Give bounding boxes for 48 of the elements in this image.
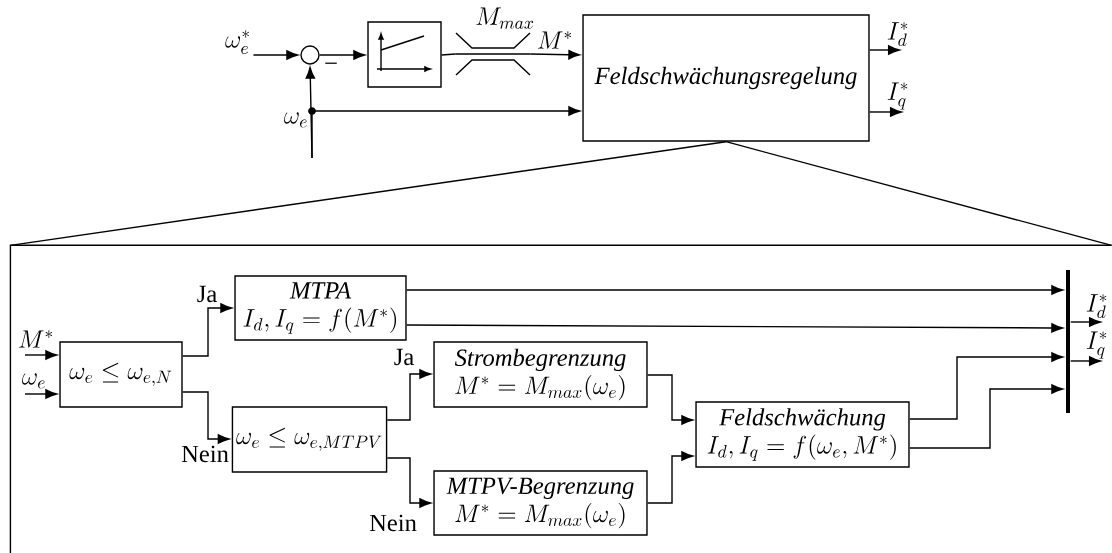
edge-label: $\omega_e$	[284, 112, 307, 128]
process-box: Strombegrenzung $M^* = M_{max}(\omega_e)$	[433, 341, 648, 408]
edge-label: $\omega_e$	[22, 373, 45, 389]
process-box: MTPA $I_d, I_q = f(M^*)$	[234, 275, 407, 341]
bus-bar	[1066, 270, 1070, 413]
arrow	[386, 369, 432, 421]
arrow	[319, 50, 366, 60]
controller-block	[367, 21, 442, 88]
edge-label: Nein	[181, 445, 229, 463]
arrow	[182, 391, 230, 444]
decision-box: $\omega_e \le \omega_{e,N}$	[59, 341, 183, 408]
edge-label: $M^*$	[538, 31, 572, 49]
edge-label: Nein	[369, 514, 417, 532]
detail-frame	[9, 244, 1112, 553]
input-label: $\omega_e^*$	[225, 30, 249, 54]
minus-sign: −	[325, 62, 337, 64]
arrow	[406, 285, 1064, 295]
edge-label: $I_d^*$	[1086, 294, 1107, 318]
arrow	[182, 303, 233, 357]
arrow	[24, 350, 58, 360]
edge-label: Ja	[394, 348, 414, 366]
control-block: Feldschwächungsregelung	[582, 14, 870, 142]
arrow	[1070, 317, 1101, 327]
arrow	[406, 323, 1064, 333]
arrow	[1070, 356, 1101, 366]
connector-line	[441, 53, 456, 56]
edge-label: $I_d^*$	[887, 22, 908, 46]
process-box: Feldschwächung $I_d, I_q = f(\omega_e, M^*)$	[695, 401, 910, 468]
process-box: MTPV-Begrenzung $M^* = M_{max}(\omega_e)$	[433, 470, 648, 536]
arrow	[647, 451, 694, 504]
arrow	[908, 384, 1064, 449]
edge-label: $I_q^*$	[1086, 331, 1107, 359]
arrow	[647, 374, 694, 425]
arrow	[868, 107, 902, 117]
summing-junction	[300, 45, 320, 65]
edge-label: Ja	[197, 285, 217, 303]
arrow	[24, 389, 58, 399]
arrow	[868, 45, 900, 55]
arrow	[252, 50, 299, 60]
arrow	[311, 106, 581, 159]
edge-label: $M^*$	[19, 330, 53, 348]
arrow	[386, 457, 432, 508]
edge-label: $I_q^*$	[887, 82, 908, 110]
arrow	[530, 50, 581, 60]
decision-box: $\omega_e \le \omega_{e,MTPV}$	[231, 406, 388, 473]
zoom-line	[9, 140, 727, 247]
zoom-line	[725, 140, 1112, 247]
arrow	[908, 352, 1064, 420]
